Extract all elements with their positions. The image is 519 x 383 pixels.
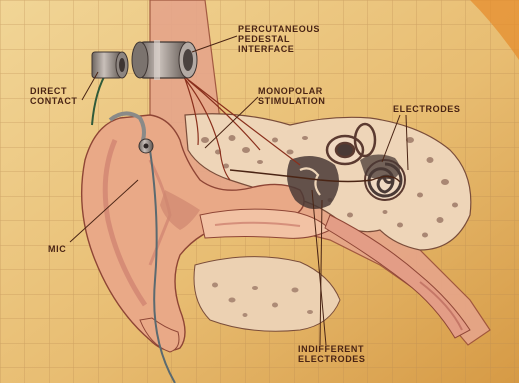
label-direct-contact: DIRECT CONTACT xyxy=(30,86,78,106)
percutaneous-pedestal-connector-icon xyxy=(132,40,197,80)
label-mic: MIC xyxy=(48,244,66,254)
label-monopolar-stimulation: MONOPOLAR STIMULATION xyxy=(258,86,325,106)
label-indifferent-electrodes: INDIFFERENT ELECTRODES xyxy=(298,344,366,364)
direct-contact-connector-icon xyxy=(92,52,128,78)
label-electrodes: ELECTRODES xyxy=(393,104,461,114)
label-percutaneous-pedestal-interface: PERCUTANEOUS PEDESTAL INTERFACE xyxy=(238,24,320,54)
microphone-icon xyxy=(139,139,153,153)
